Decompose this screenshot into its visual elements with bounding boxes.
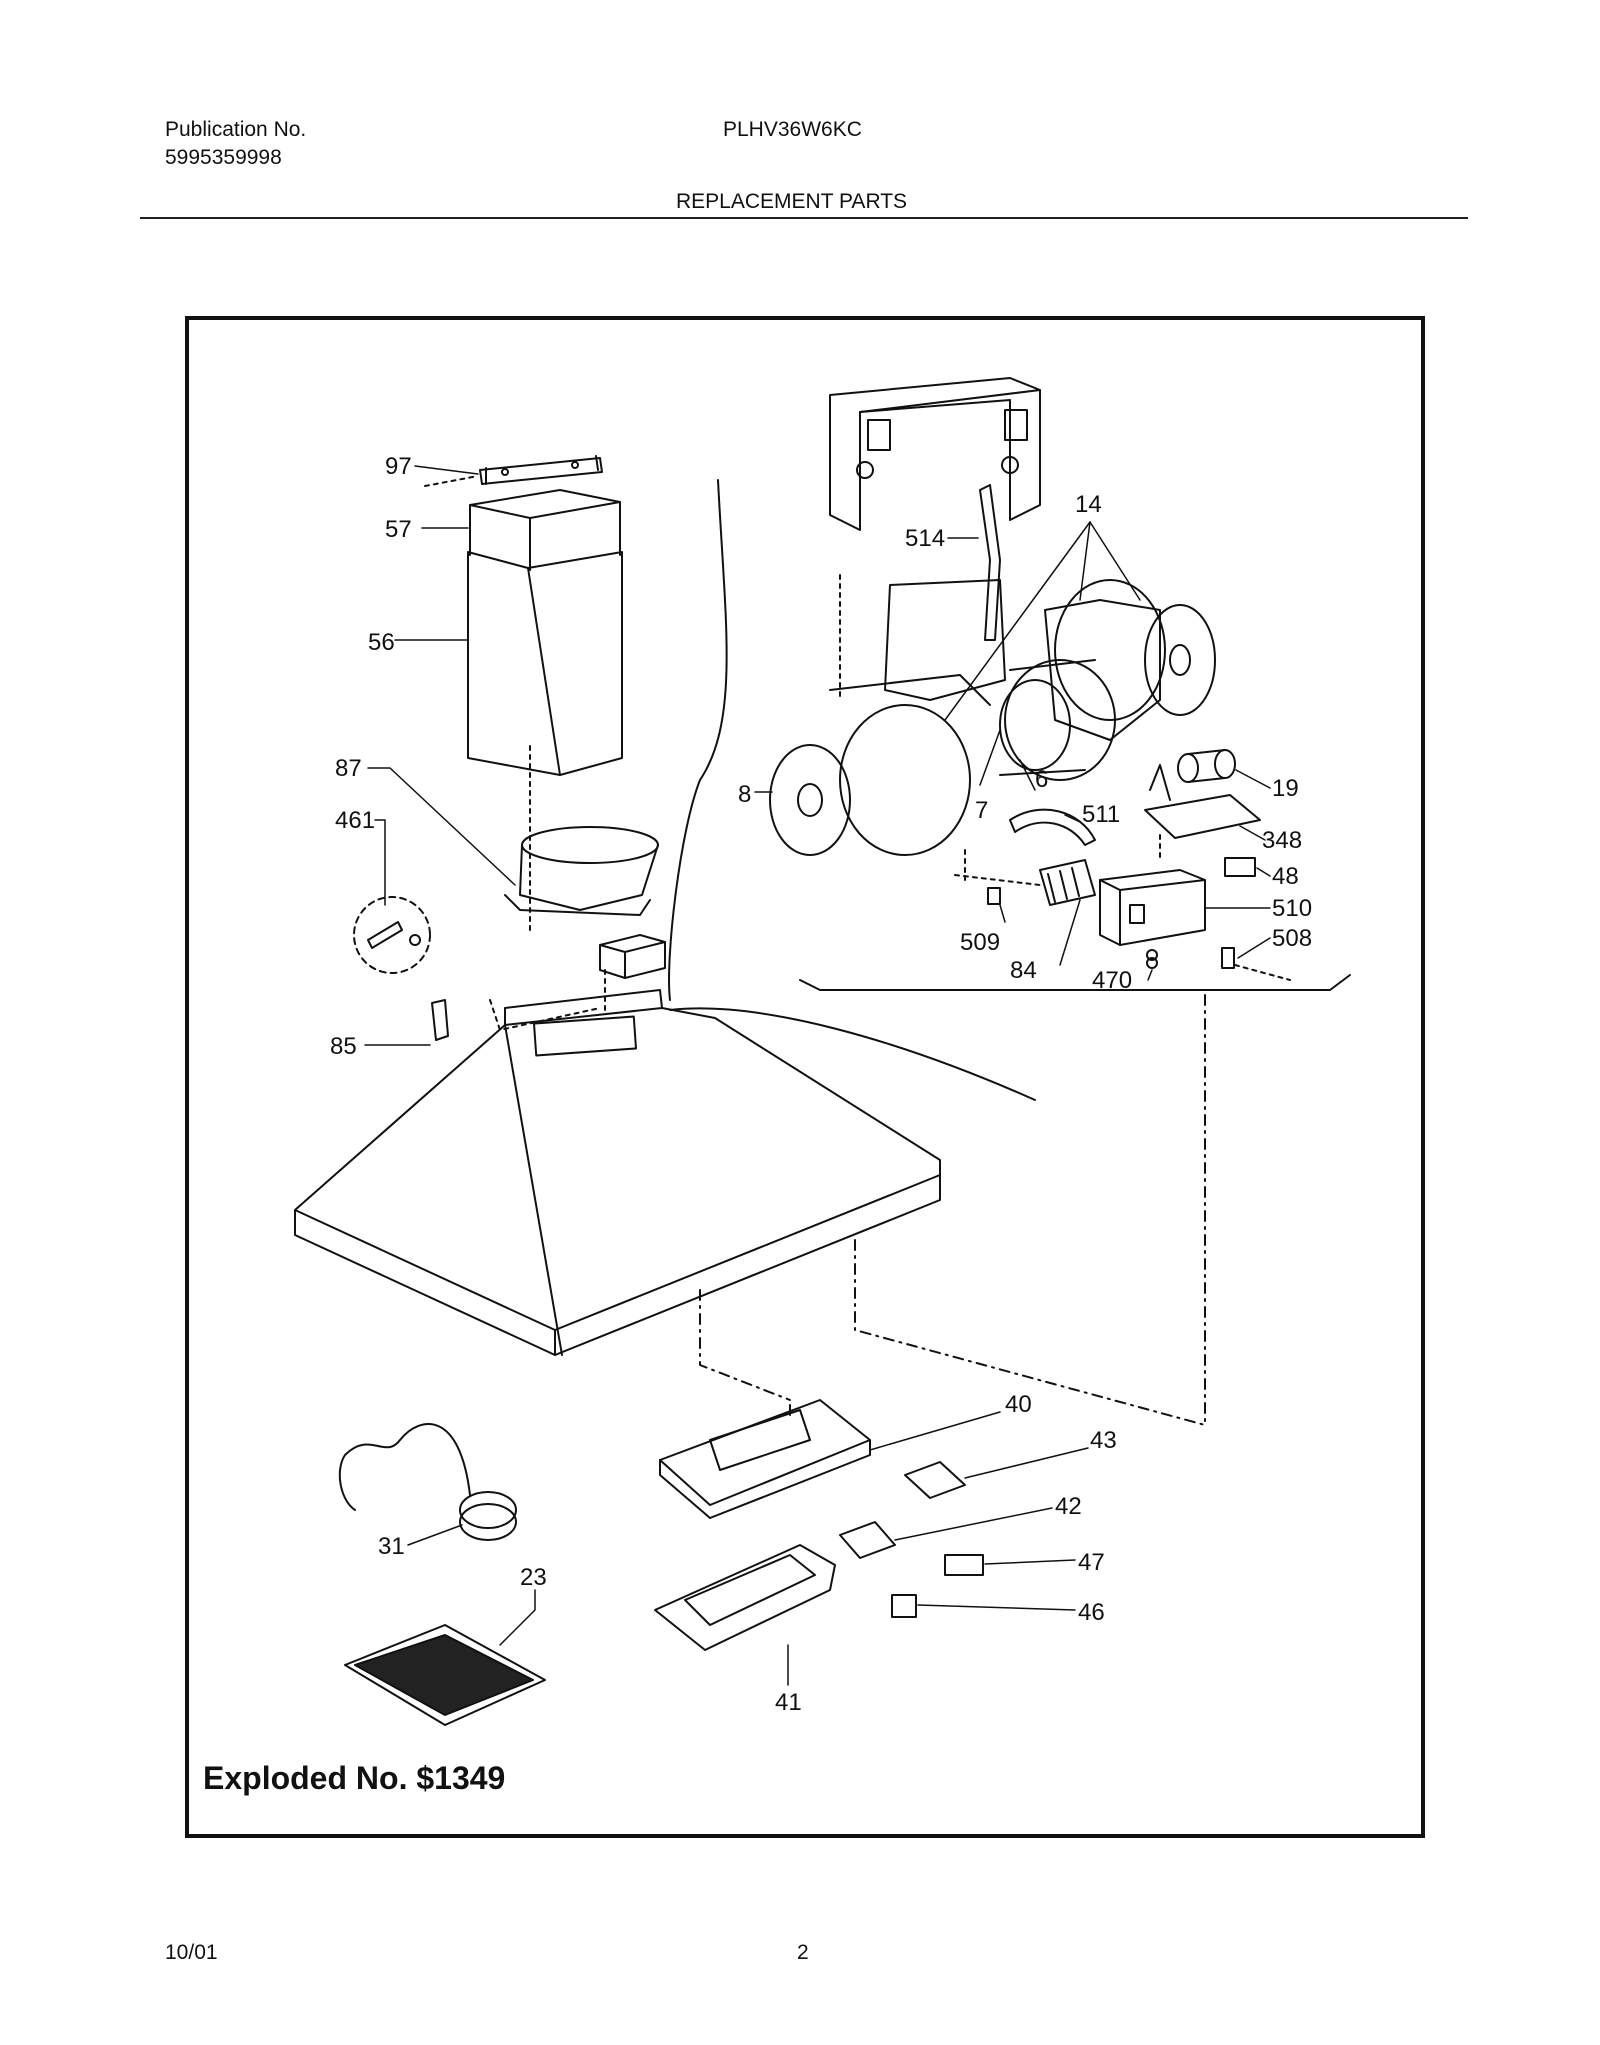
part-348-bracket <box>1144 764 1261 839</box>
part-470-screw <box>1146 949 1158 961</box>
mounting-frame <box>829 377 1041 531</box>
part-41-control-panel <box>654 1544 836 1651</box>
part-19-capacitor <box>1177 749 1236 783</box>
callout-19: 19 <box>1272 775 1299 802</box>
part-56-lower-duct-cover <box>467 551 623 776</box>
footer-date: 10/01 <box>165 1941 218 1964</box>
part-511-harness-clip <box>1009 808 1096 846</box>
part-85-bracket <box>431 999 449 1041</box>
part-14-blower-grill <box>1144 604 1216 716</box>
junction-box <box>599 934 666 979</box>
callout-43: 43 <box>1090 1427 1117 1454</box>
callout-7: 7 <box>975 797 988 824</box>
part-461-damper <box>353 896 431 974</box>
callout-6: 6 <box>1035 766 1048 793</box>
part-48-clip <box>1224 857 1256 877</box>
callout-labels: 97 57 56 87 461 85 514 14 8 7 6 19 511 3… <box>330 453 1312 1716</box>
callout-511: 511 <box>1082 801 1120 828</box>
part-43-lens <box>904 1461 966 1499</box>
publication-label: Publication No. <box>165 118 307 141</box>
callout-84: 84 <box>1010 957 1037 984</box>
callout-57: 57 <box>385 516 412 543</box>
publication-number: 5995359998 <box>165 146 282 169</box>
callout-14: 14 <box>1075 491 1102 518</box>
callout-41: 41 <box>775 1689 802 1716</box>
part-40-light-housing <box>659 1399 871 1519</box>
part-6-blower-wheel <box>999 659 1116 781</box>
part-42-lens <box>839 1521 896 1559</box>
part-57-upper-duct-cover <box>469 489 621 571</box>
callout-47: 47 <box>1078 1549 1105 1576</box>
callout-8: 8 <box>738 781 751 808</box>
diagram-frame <box>185 316 1425 1838</box>
part-514-duct-strip <box>979 484 1001 641</box>
screw-dashed-lines <box>424 475 1291 1031</box>
callout-23: 23 <box>520 1564 547 1591</box>
part-508-switch <box>1221 947 1235 969</box>
part-509-clip <box>987 887 1001 905</box>
part-46-switch <box>891 1594 917 1618</box>
part-31-lamp <box>338 1423 517 1541</box>
callout-leader-lines <box>364 465 1271 1686</box>
callout-514: 514 <box>905 525 945 552</box>
callout-56: 56 <box>368 629 395 656</box>
exploded-number-label: Exploded No. $1349 <box>203 1760 506 1796</box>
callout-470: 470 <box>1092 967 1132 994</box>
callout-85: 85 <box>330 1033 357 1060</box>
part-84-terminal-block <box>1039 859 1096 906</box>
section-title: REPLACEMENT PARTS <box>676 190 908 213</box>
callout-510: 510 <box>1272 895 1312 922</box>
part-8-blower-grill <box>769 744 851 856</box>
callout-42: 42 <box>1055 1493 1082 1520</box>
callout-48: 48 <box>1272 863 1299 890</box>
callout-87: 87 <box>335 755 362 782</box>
assembly-dashed-lines <box>699 994 1206 1426</box>
callout-46: 46 <box>1078 1599 1105 1626</box>
callout-461: 461 <box>335 807 375 834</box>
curve-lower <box>669 1007 1036 1101</box>
callout-97: 97 <box>385 453 412 480</box>
callout-348: 348 <box>1262 827 1302 854</box>
callout-508: 508 <box>1272 925 1312 952</box>
blower-group-bracket <box>799 974 1351 991</box>
part-47-switch <box>944 1554 984 1576</box>
callout-509: 509 <box>960 929 1000 956</box>
part-510-control-box <box>1099 869 1206 946</box>
part-23-grease-filter <box>344 1624 546 1726</box>
callout-31: 31 <box>378 1533 405 1560</box>
hood-canopy <box>294 989 941 1356</box>
part-97-bracket <box>479 455 603 485</box>
part-87-transition-duct <box>504 826 659 916</box>
callout-40: 40 <box>1005 1391 1032 1418</box>
page-number: 2 <box>797 1941 809 1964</box>
header-rule <box>140 217 1468 219</box>
model-number: PLHV36W6KC <box>723 118 862 141</box>
power-cord-curve <box>668 479 728 1001</box>
